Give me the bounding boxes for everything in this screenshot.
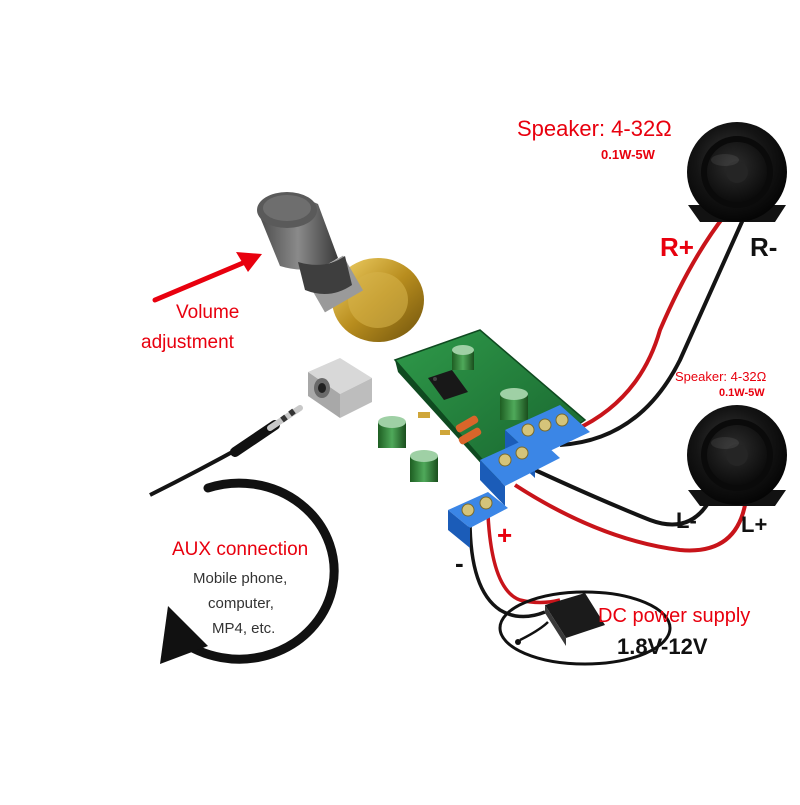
capacitor-electrolytic bbox=[452, 345, 474, 370]
volume-arrow bbox=[152, 252, 262, 303]
speaker-terminal-block-left bbox=[480, 435, 560, 506]
aux-line3: MP4, etc. bbox=[212, 620, 276, 637]
power-terminal-block bbox=[448, 492, 508, 548]
capacitor-electrolytic bbox=[500, 388, 528, 420]
amplifier-ic bbox=[428, 370, 468, 400]
speaker-right-negative-label: R- bbox=[750, 232, 778, 262]
speaker-left-power: 0.1W-5W bbox=[719, 387, 765, 399]
audio-jack-socket bbox=[308, 358, 372, 418]
power-plus-label: + bbox=[497, 520, 513, 550]
resistor bbox=[455, 415, 479, 433]
dc-power-adapter bbox=[498, 590, 672, 666]
capacitor-small bbox=[418, 412, 430, 418]
aux-title: AUX connection bbox=[172, 539, 309, 560]
speaker-left-positive-label: L+ bbox=[741, 512, 768, 537]
speaker-left-title: Speaker: 4-32Ω bbox=[675, 369, 767, 384]
speaker-right-positive-label: R+ bbox=[660, 232, 694, 262]
volume-knob bbox=[257, 192, 352, 294]
wire-l-plus bbox=[513, 483, 747, 553]
speaker-left-negative-label: L- bbox=[676, 508, 697, 533]
volume-label-line1: Volume bbox=[176, 302, 240, 323]
capacitor-electrolytic bbox=[410, 450, 438, 482]
wire-l-minus bbox=[534, 468, 712, 527]
amplifier-board bbox=[257, 192, 590, 548]
speaker-left bbox=[687, 405, 787, 506]
volume-potentiometer bbox=[304, 255, 424, 342]
speaker-right-power: 0.1W-5W bbox=[601, 147, 655, 162]
dc-supply-title: DC power supply bbox=[598, 605, 751, 627]
audio-plug bbox=[230, 405, 303, 457]
resistor bbox=[458, 427, 482, 445]
wire-r-plus bbox=[574, 213, 727, 432]
aux-line1: Mobile phone, bbox=[193, 570, 288, 587]
wire-dc-minus bbox=[468, 519, 546, 619]
aux-line2: computer, bbox=[208, 595, 274, 612]
capacitor-small bbox=[440, 430, 450, 435]
wire-dc-plus bbox=[486, 514, 561, 605]
capacitor-electrolytic bbox=[378, 416, 406, 448]
power-minus-label: - bbox=[455, 548, 464, 578]
volume-label-line2: adjustment bbox=[141, 332, 234, 353]
speaker-right bbox=[687, 122, 787, 222]
wire-r-minus bbox=[559, 214, 747, 447]
aux-cycle-arrow bbox=[160, 478, 339, 664]
dc-supply-range: 1.8V-12V bbox=[617, 634, 708, 659]
speaker-right-title: Speaker: 4-32Ω bbox=[517, 116, 672, 141]
